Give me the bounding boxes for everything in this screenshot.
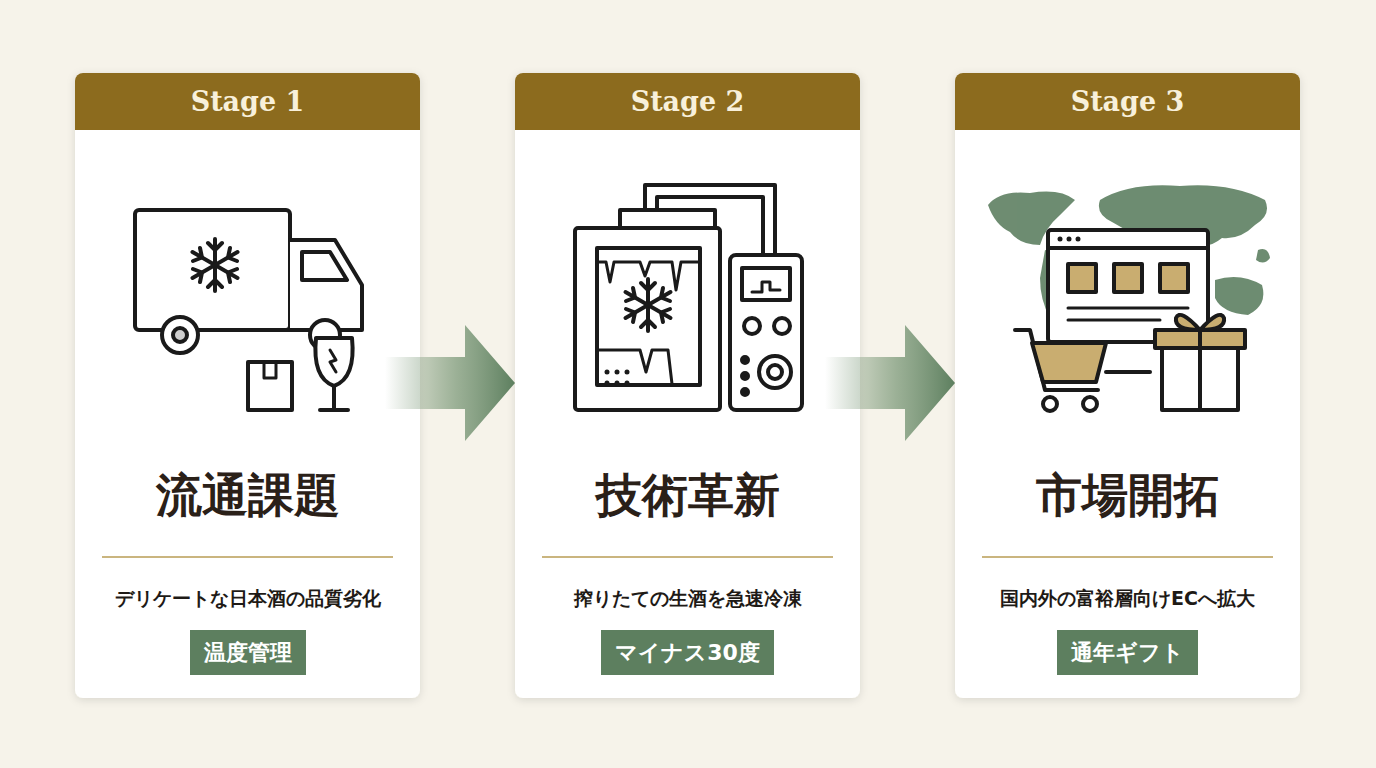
shop-icon	[1015, 230, 1245, 411]
stage-card: Stage 2 技術革新搾りたての生酒を急速冷凍マイナス30度	[515, 73, 860, 698]
keyword-tag: 温度管理	[190, 630, 306, 675]
card-backgrounds	[75, 73, 1300, 698]
stage-description: 国内外の富裕層向けECへ拡大	[965, 585, 1290, 611]
keyword-tag: マイナス30度	[601, 630, 774, 675]
tag-text: 温度管理	[204, 638, 292, 668]
flow-arrow	[825, 325, 955, 441]
truck-icon	[135, 210, 362, 410]
stage-description: 搾りたての生酒を急速冷凍	[525, 585, 850, 611]
keyword-tag: 通年ギフト	[1057, 630, 1198, 675]
stage-header: Stage 2	[515, 73, 860, 130]
stage-card: Stage 3 市場開拓国内外の富裕層向けECへ拡大通年ギフト	[955, 73, 1300, 698]
freezer-icon	[575, 185, 802, 410]
stage-title: 流通課題	[75, 465, 420, 525]
stage-title: 技術革新	[515, 465, 860, 525]
stage-card: Stage 1 流通課題デリケートな日本酒の品質劣化温度管理	[75, 73, 420, 698]
stage-description: デリケートな日本酒の品質劣化	[85, 585, 410, 611]
stage-header: Stage 3	[955, 73, 1300, 130]
stage-header: Stage 1	[75, 73, 420, 130]
stage-title: 市場開拓	[955, 465, 1300, 525]
tag-text: 通年ギフト	[1071, 638, 1184, 668]
tag-text: マイナス30度	[615, 638, 760, 668]
flow-arrow	[385, 325, 515, 441]
dividers	[102, 556, 1273, 558]
